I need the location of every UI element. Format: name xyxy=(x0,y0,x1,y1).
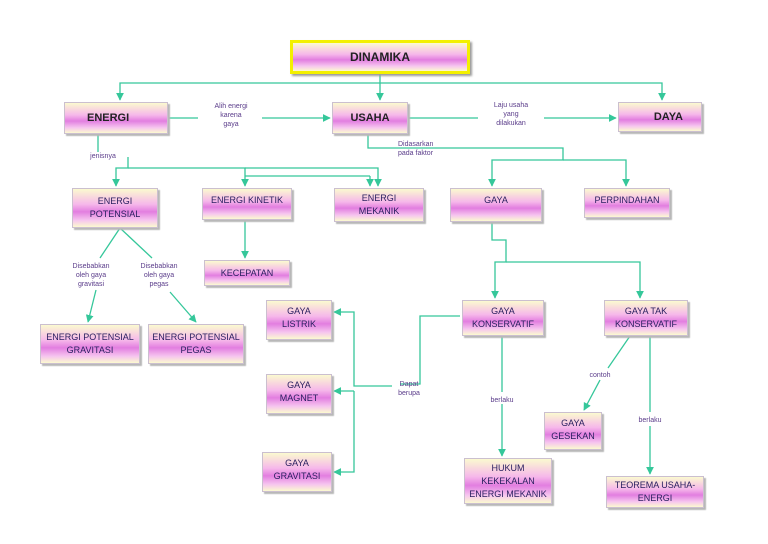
label-contoh: contoh xyxy=(589,372,611,379)
node-gaya-tak-konservatif: GAYA TAK KONSERVATIF xyxy=(604,300,688,336)
edge-ep-gravitasi xyxy=(99,227,121,259)
node-kecepatan: KECEPATAN xyxy=(204,260,290,286)
edge-pegas-epp xyxy=(169,291,197,323)
node-ep-gravitasi: ENERGI POTENSIAL GRAVITASI xyxy=(40,324,140,364)
node-perpindahan: PERPINDAHAN xyxy=(584,188,670,218)
label-laju-usaha: Laju usaha yang dilakukan xyxy=(493,102,529,127)
node-gaya-gravitasi: GAYA GRAVITASI xyxy=(262,452,332,492)
edge-konservatif-dapat xyxy=(400,315,460,385)
node-energi-potensial: ENERGI POTENSIAL xyxy=(72,188,158,228)
node-gaya-magnet: GAYA MAGNET xyxy=(266,374,332,414)
edge-contoh-gesekan xyxy=(583,379,601,411)
edge-jenis-em xyxy=(245,167,382,187)
node-daya: DAYA xyxy=(618,102,702,132)
node-energi-mekanik: ENERGI MEKANIK xyxy=(334,188,424,222)
edge-jenis-ep xyxy=(112,157,129,187)
node-gaya-gesekan: GAYA GESEKAN xyxy=(544,412,602,450)
node-ep-pegas: ENERGI POTENSIAL PEGAS xyxy=(148,324,244,364)
edge-dapat-bracket xyxy=(333,308,392,387)
node-gaya-konservatif: GAYA KONSERVATIF xyxy=(462,300,544,336)
edge-gaya-split xyxy=(491,222,507,299)
edge-ep-pegas xyxy=(119,227,153,259)
node-hukum-kekekalan: HUKUM KEKEKALAN ENERGI MEKANIK xyxy=(464,458,552,504)
edge-usaha-faktor xyxy=(367,134,564,187)
edge-dinamika-energi xyxy=(116,74,381,101)
node-energi-kinetik: ENERGI KINETIK xyxy=(202,188,292,220)
edge-faktor-perpindahan xyxy=(563,159,630,187)
edge-jenis-ek xyxy=(128,167,249,187)
node-usaha: USAHA xyxy=(332,102,408,134)
edge-tak-contoh xyxy=(607,335,631,369)
label-disebabkan-gravitasi: Disebabkan oleh gaya gravitasi xyxy=(72,263,110,288)
node-dinamika: DINAMIKA xyxy=(290,40,470,74)
node-gaya-listrik: GAYA LISTRIK xyxy=(266,300,332,340)
edge-to-gravitasi xyxy=(333,391,355,476)
label-jenisnya: jenisnya xyxy=(90,153,116,160)
edge-gaya-tak xyxy=(506,261,644,299)
label-berlaku-1: berlaku xyxy=(490,397,514,404)
node-gaya: GAYA xyxy=(450,188,542,222)
edge-gravitasi-epg xyxy=(85,289,97,323)
label-berlaku-2: berlaku xyxy=(638,417,662,424)
label-alih-energi: Alih energi karena gaya xyxy=(214,103,248,128)
node-teorema-usaha: TEOREMA USAHA- ENERGI xyxy=(606,476,704,508)
label-didasarkan: Didasarkan pada faktor xyxy=(398,141,434,157)
label-dapat-berupa: Dapat berupa xyxy=(398,381,420,397)
edge-dinamika-daya xyxy=(380,82,666,101)
node-energi: ENERGI xyxy=(64,102,168,134)
label-disebabkan-pegas: Disebabkan oleh gaya pegas xyxy=(140,263,178,288)
